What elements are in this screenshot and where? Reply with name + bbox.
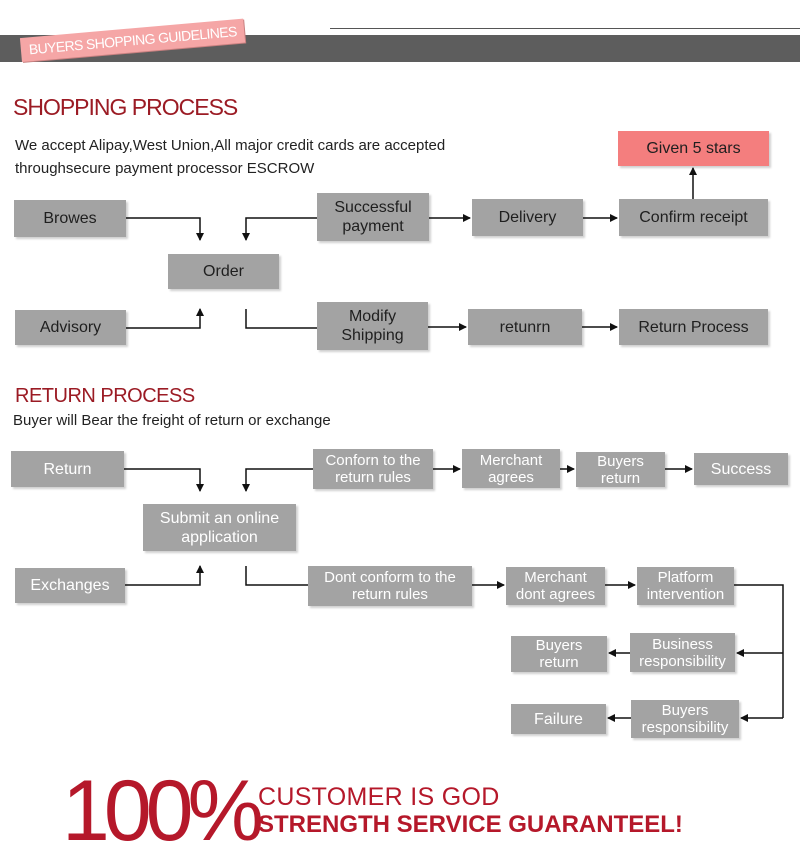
platform-intervention-label-line-2: intervention: [646, 586, 725, 603]
top-divider-line: [330, 28, 800, 29]
successful-payment-label-line-1: Successful: [334, 199, 412, 216]
failure-label: Failure: [534, 710, 583, 728]
browes-step: Browes: [14, 200, 126, 237]
arrow-advisory-to-order: [126, 308, 204, 329]
arrow-exchanges-to-submit: [125, 565, 204, 586]
arrow-browes-to-order: [126, 217, 204, 241]
confirm-receipt-label: Confirm receipt: [639, 209, 748, 226]
arrow-platform-to-right-rail: [734, 584, 784, 718]
arrow-conform-to-submit: [242, 468, 313, 492]
hundred-percent: 100%: [62, 763, 264, 859]
delivery-step: Delivery: [472, 199, 583, 236]
return-request-step: Return: [11, 451, 124, 487]
payment-description: We accept Alipay,West Union,All major cr…: [15, 134, 445, 180]
exchanges-step: Exchanges: [15, 568, 125, 603]
arrow-return-to-submit: [124, 468, 204, 492]
return-process-title: RETURN PROCESS: [15, 385, 195, 407]
successful-payment-step: Successful payment: [317, 193, 429, 241]
conform-rules-label-line-2: return rules: [335, 469, 411, 486]
buyers-responsibility-label-line-2: responsibility: [641, 719, 729, 736]
given-5-stars-step: Given 5 stars: [618, 131, 769, 166]
success-step: Success: [694, 453, 788, 485]
slogan-customer-is-god: CUSTOMER IS GOD: [258, 783, 500, 811]
merchant-dont-agree-label-line-1: Merchant: [524, 569, 587, 586]
return-label: retunrn: [499, 318, 551, 336]
payment-description-line-2: throughsecure payment processor ESCROW: [15, 160, 315, 177]
return-step: retunrn: [468, 309, 582, 345]
buyers-return-label-line-1: Buyers: [597, 452, 644, 470]
buyers-return-label-line-2: return: [600, 469, 641, 487]
buyers-return-final-label-line-1: Buyers: [535, 637, 583, 654]
success-label: Success: [710, 460, 772, 478]
order-label: Order: [203, 263, 244, 280]
merchant-dont-agree-label-line-2: dont agrees: [515, 586, 596, 603]
shopping-process-title: SHOPPING PROCESS: [13, 94, 238, 120]
buyers-responsibility-label-line-1: Buyers: [661, 702, 709, 719]
exchanges-label: Exchanges: [30, 577, 110, 594]
dont-conform-rules-label-line-2: return rules: [352, 586, 428, 603]
return-description: Buyer will Bear the freight of return or…: [13, 412, 331, 429]
given-5-stars-label: Given 5 stars: [646, 140, 741, 157]
conform-rules-label-line-1: Conforn to the: [325, 452, 421, 469]
dont-conform-rules-label-line-1: Dont conform to the: [324, 569, 456, 586]
payment-description-line-1: We accept Alipay,West Union,All major cr…: [15, 137, 446, 154]
merchant-agrees-label-line-2: agrees: [488, 468, 534, 486]
order-step: Order: [168, 254, 279, 289]
confirm-receipt-step: Confirm receipt: [619, 199, 768, 236]
submit-application-label-line-2: application: [181, 528, 258, 546]
platform-intervention-label-line-1: Platform: [657, 569, 714, 586]
arrow-submit-to-dont-conform: [245, 566, 308, 586]
submit-application-label-line-1: Submit an online: [159, 509, 280, 527]
advisory-step: Advisory: [15, 310, 126, 345]
delivery-label: Delivery: [498, 209, 557, 226]
arrow-order-to-shipping: [245, 309, 317, 329]
browes-label: Browes: [43, 210, 97, 227]
arrow-payment-to-order: [242, 217, 317, 241]
return-process-label: Return Process: [638, 318, 749, 336]
successful-payment-label-line-2: payment: [342, 218, 404, 235]
business-responsibility-label-line-2: responsibility: [639, 652, 726, 670]
advisory-label: Advisory: [39, 319, 102, 336]
return-request-label: Return: [43, 460, 92, 478]
modify-shipping-label-line-2: Shipping: [341, 327, 404, 344]
slogan-service-guarantee: STRENGTH SERVICE GUARANTEEL!: [258, 811, 683, 838]
buyers-return-final-label-line-2: return: [539, 654, 579, 671]
merchant-agrees-label-line-1: Merchant: [479, 451, 543, 469]
modify-shipping-label-line-1: Modify: [348, 308, 397, 325]
business-responsibility-label-line-1: Business: [652, 635, 713, 653]
return-process-step: Return Process: [619, 309, 768, 345]
failure-step: Failure: [511, 704, 606, 734]
